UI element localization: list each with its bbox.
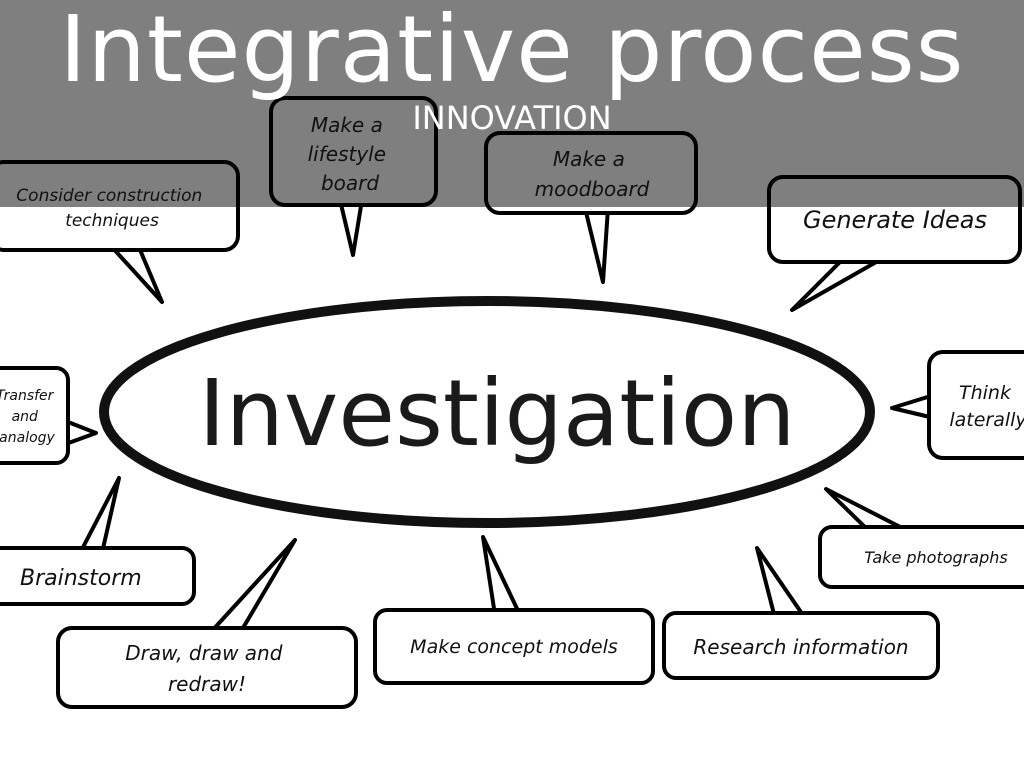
slide-title: Integrative process [59, 0, 965, 103]
bubble-text: Research information [693, 635, 908, 659]
bubble-laterally [927, 350, 1024, 460]
bubble-tail [338, 198, 364, 257]
bubble-tail [78, 476, 121, 555]
bubble-tail [583, 206, 610, 284]
bubble-tail [208, 538, 297, 635]
bubble-transfer [0, 366, 70, 465]
title-band [0, 0, 1024, 207]
bubble-text: Think laterally [949, 382, 1024, 431]
bubble-tail [108, 243, 164, 304]
bubble-text: Generate Ideas [803, 206, 987, 234]
bubble-tail [481, 535, 522, 617]
bubble-models [373, 608, 655, 685]
bubble-text: Make a moodboard [535, 147, 650, 201]
slide-subtitle: INNOVATION [412, 99, 612, 137]
bubble-text: Make a lifestyle board [308, 113, 393, 195]
center-ellipse [99, 296, 875, 528]
bubble-photographs [818, 525, 1024, 589]
bubble-text: Transfer and analogy [0, 388, 58, 446]
bubble-research [662, 611, 940, 680]
bubble-text: Make concept models [410, 636, 618, 658]
bubble-draw [56, 626, 358, 709]
bubble-text: Take photographs [864, 548, 1007, 567]
center-label: Investigation [198, 360, 795, 467]
bubble-tail [755, 546, 807, 620]
bubble-tail [790, 255, 887, 312]
bubble-text: Consider construction techniques [16, 186, 207, 231]
bubble-brainstorm [0, 546, 196, 606]
bubble-text: Brainstorm [20, 566, 142, 591]
bubble-text: Draw, draw and redraw! [125, 641, 289, 696]
